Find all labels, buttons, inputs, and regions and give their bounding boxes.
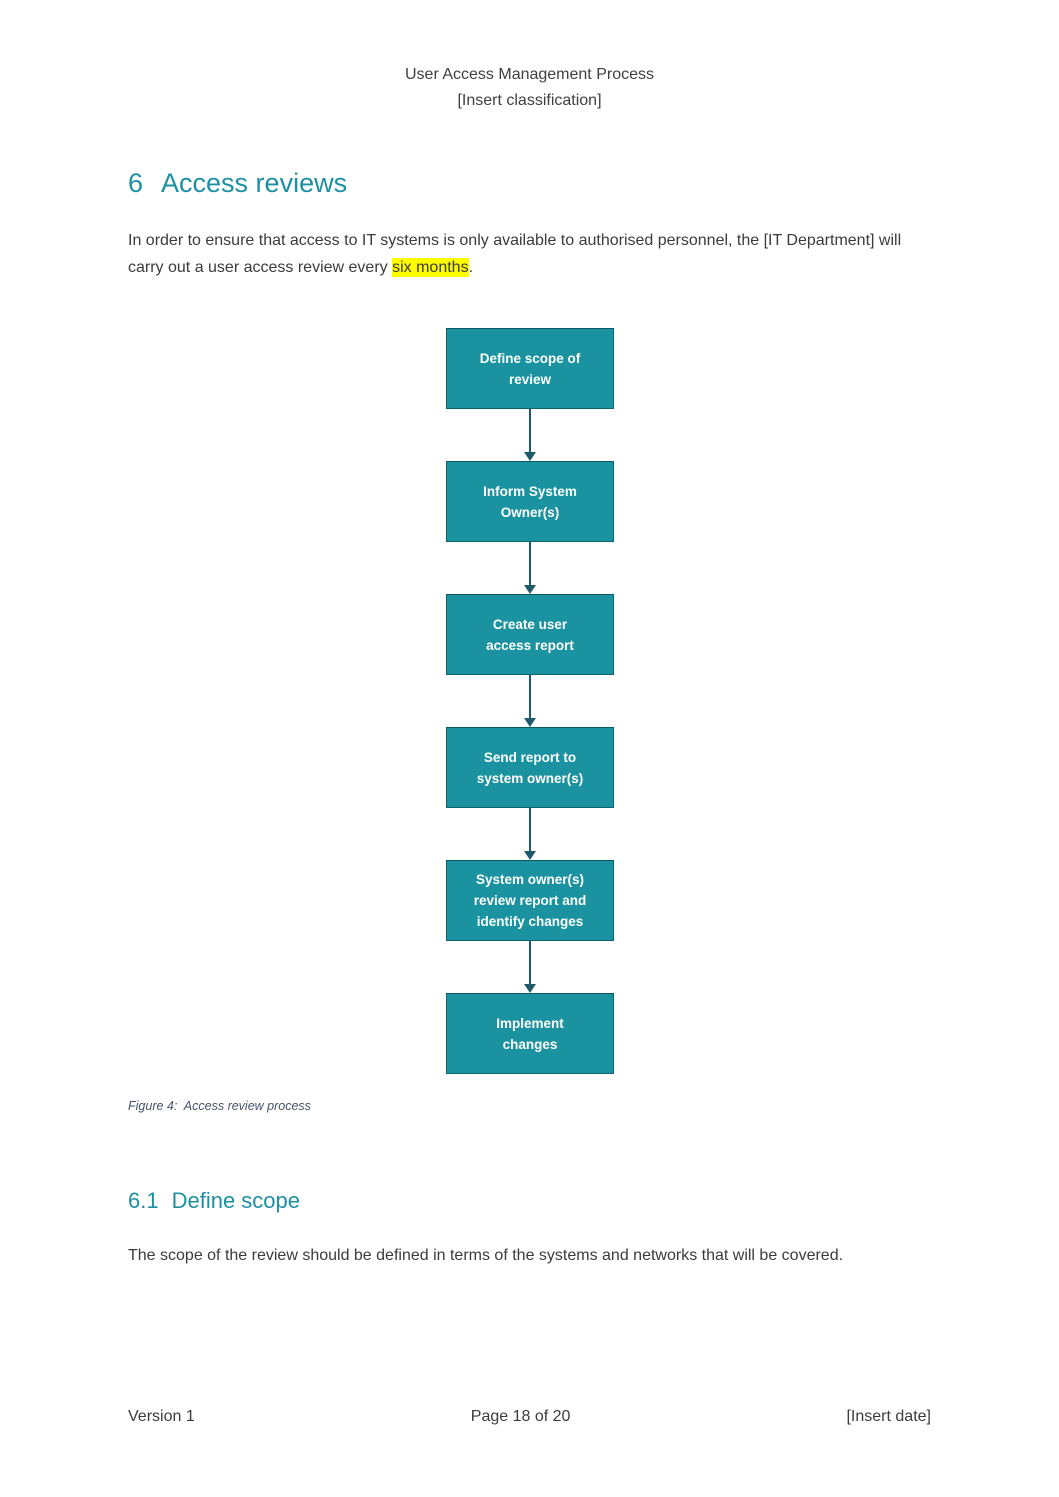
footer-date: [Insert date] [846, 1408, 931, 1425]
intro-text-before: In order to ensure that access to IT sys… [128, 232, 902, 276]
arrow-head [524, 452, 536, 461]
scope-paragraph: The scope of the review should be define… [128, 1247, 844, 1264]
footer-version: Version 1 [128, 1408, 195, 1425]
page-footer: Version 1 Page 18 of 20 [Insert date] [128, 1408, 931, 1426]
flow-arrow-down-icon [524, 808, 536, 860]
header-classification: [Insert classification] [457, 92, 602, 109]
flow-arrow-down-icon [524, 675, 536, 727]
flow-step-send-report: Send report to system owner(s) [446, 727, 614, 808]
flow-step-create-report: Create user access report [446, 594, 614, 675]
arrow-line [529, 941, 531, 984]
intro-text-after: . [468, 259, 474, 276]
highlighted-six-months: six months [392, 258, 469, 277]
flow-arrow-down-icon [524, 542, 536, 594]
flow-step-review-report: System owner(s) review report and identi… [446, 860, 614, 941]
section-6-1-number: 6.1 [128, 1188, 159, 1213]
footer-page-number: Page 18 of 20 [470, 1408, 571, 1425]
section-6-title: Access reviews [161, 168, 348, 198]
flow-step-define-scope: Define scope of review [446, 328, 614, 409]
flow-step-implement-changes: Implement changes [446, 993, 614, 1074]
access-review-flowchart: Define scope of review Inform System Own… [446, 328, 614, 1074]
section-6-1-title: Define scope [171, 1188, 301, 1213]
flow-step-inform-owners: Inform System Owner(s) [446, 461, 614, 542]
arrow-line [529, 808, 531, 851]
arrow-line [529, 542, 531, 585]
arrow-line [529, 675, 531, 718]
header-title: User Access Management Process [405, 66, 654, 83]
arrow-head [524, 984, 536, 993]
flow-arrow-down-icon [524, 409, 536, 461]
page-header: User Access Management Process [Insert c… [0, 62, 1059, 114]
arrow-head [524, 851, 536, 860]
arrow-line [529, 409, 531, 452]
section-6-heading: 6 Access reviews [128, 168, 347, 199]
intro-paragraph: In order to ensure that access to IT sys… [128, 227, 928, 281]
section-6-1-heading: 6.1 Define scope [128, 1188, 300, 1214]
section-6-number: 6 [128, 168, 144, 198]
figure-caption: Figure 4: Access review process [128, 1099, 311, 1113]
flow-arrow-down-icon [524, 941, 536, 993]
arrow-head [524, 585, 536, 594]
arrow-head [524, 718, 536, 727]
